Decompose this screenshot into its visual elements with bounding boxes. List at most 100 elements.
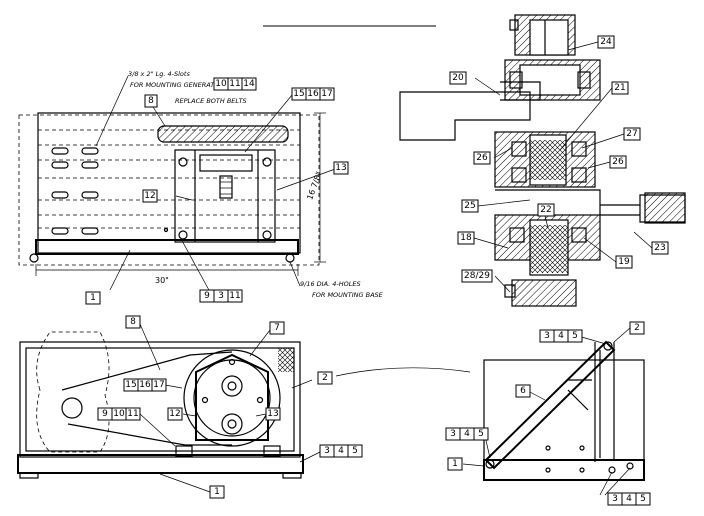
svg-text:3: 3	[450, 429, 456, 439]
svg-text:4: 4	[464, 429, 470, 439]
tag-part-2: 2	[317, 371, 333, 385]
tag-part-13: 13	[333, 161, 349, 175]
height-dimension: 16 7/8"	[305, 170, 323, 201]
tag-part-11: 11	[227, 77, 243, 91]
svg-text:23: 23	[654, 243, 665, 253]
svg-text:18: 18	[460, 233, 472, 243]
slots-note: 3/8 x 2" Lg. 4-Slots	[128, 70, 190, 78]
tag-part-11b: 11	[227, 289, 243, 303]
svg-text:27: 27	[626, 129, 637, 139]
tag-part-17-side: 17	[151, 378, 167, 392]
svg-text:6: 6	[520, 386, 526, 396]
tag-part-7: 7	[269, 321, 285, 335]
svg-text:15: 15	[125, 380, 136, 390]
replace-belts-note: REPLACE BOTH BELTS	[175, 97, 247, 105]
svg-text:1: 1	[90, 293, 96, 303]
svg-text:3: 3	[544, 331, 550, 341]
tag-part-8-side: 8	[125, 315, 141, 329]
tag-part-1-brace: 1	[447, 457, 463, 471]
tag-part-27: 27	[623, 127, 641, 141]
tag-part-5-brace-bottom: 5	[635, 492, 651, 506]
svg-text:1: 1	[214, 487, 220, 497]
svg-text:19: 19	[618, 257, 630, 267]
tag-part-18: 18	[457, 231, 475, 245]
svg-text:17: 17	[321, 89, 332, 99]
tag-part-3-side: 3	[319, 444, 335, 458]
tag-part-3-brace-top: 3	[539, 329, 555, 343]
tag-part-12-side: 12	[167, 407, 183, 421]
tag-part-12: 12	[142, 189, 158, 203]
svg-text:24: 24	[600, 37, 612, 47]
tag-part-15: 15	[291, 87, 307, 101]
tag-part-5-brace-top: 5	[567, 329, 583, 343]
tag-part-9-side: 9	[97, 407, 113, 421]
svg-text:16: 16	[307, 89, 319, 99]
svg-text:9: 9	[204, 291, 210, 301]
tag-part-21: 21	[611, 81, 629, 95]
svg-text:9: 9	[102, 409, 108, 419]
svg-text:11: 11	[229, 291, 240, 301]
holes-note: 9/16 DIA. 4-HOLES	[300, 280, 361, 288]
svg-text:4: 4	[338, 446, 344, 456]
tag-part-24: 24	[597, 35, 615, 49]
tag-part-1-side: 1	[209, 485, 225, 499]
svg-text:5: 5	[478, 429, 484, 439]
svg-text:20: 20	[452, 73, 464, 83]
svg-text:3: 3	[218, 291, 224, 301]
svg-text:5: 5	[572, 331, 578, 341]
svg-text:17: 17	[153, 380, 164, 390]
tag-part-8: 8	[144, 94, 158, 108]
tag-part-17: 17	[319, 87, 335, 101]
tag-part-9: 9	[199, 289, 215, 303]
gearbox-section	[399, 14, 686, 307]
tag-part-28-29: 28/29	[461, 269, 493, 283]
svg-text:7: 7	[274, 323, 280, 333]
tag-part-14: 14	[241, 77, 257, 91]
svg-text:1: 1	[452, 459, 458, 469]
tag-part-15-side: 15	[123, 378, 139, 392]
svg-text:4: 4	[626, 494, 632, 504]
svg-text:21: 21	[614, 83, 625, 93]
tag-part-10-side: 10	[111, 407, 127, 421]
tag-part-26-right: 26	[609, 155, 627, 169]
svg-text:3: 3	[324, 446, 330, 456]
svg-text:4: 4	[558, 331, 564, 341]
svg-text:12: 12	[169, 409, 180, 419]
tag-part-5-brace-left: 5	[473, 427, 489, 441]
svg-text:16: 16	[139, 380, 151, 390]
tag-part-22: 22	[537, 203, 555, 217]
width-dimension: 30"	[155, 276, 169, 285]
tag-part-1: 1	[85, 291, 101, 305]
tag-part-26-left: 26	[473, 151, 491, 165]
tag-part-3: 3	[213, 289, 229, 303]
svg-text:8: 8	[148, 96, 154, 106]
tag-part-25: 25	[461, 199, 479, 213]
tag-part-16-side: 16	[137, 378, 153, 392]
tag-part-16: 16	[305, 87, 321, 101]
tag-part-4-brace-left: 4	[459, 427, 475, 441]
brace-view	[462, 327, 645, 496]
tag-part-4-brace-bottom: 4	[621, 492, 637, 506]
svg-text:11: 11	[229, 79, 240, 89]
tag-part-13-side: 13	[265, 407, 281, 421]
tag-part-3-brace-bottom: 3	[607, 492, 623, 506]
svg-text:10: 10	[215, 79, 227, 89]
tag-part-6: 6	[515, 384, 531, 398]
svg-text:26: 26	[612, 157, 624, 167]
tag-part-4-side: 4	[333, 444, 349, 458]
svg-text:13: 13	[267, 409, 278, 419]
svg-text:10: 10	[113, 409, 125, 419]
holes-purpose-note: FOR MOUNTING BASE	[312, 291, 384, 299]
svg-text:5: 5	[352, 446, 358, 456]
svg-text:2: 2	[634, 323, 640, 333]
svg-text:3: 3	[612, 494, 618, 504]
svg-text:2: 2	[322, 373, 328, 383]
slots-purpose-note: FOR MOUNTING GENERATOR	[130, 81, 224, 89]
svg-text:13: 13	[335, 163, 346, 173]
tag-part-4-brace-top: 4	[553, 329, 569, 343]
tag-part-20: 20	[449, 71, 467, 85]
svg-text:26: 26	[476, 153, 488, 163]
tag-part-11-side: 11	[125, 407, 141, 421]
plan-view	[18, 75, 339, 293]
